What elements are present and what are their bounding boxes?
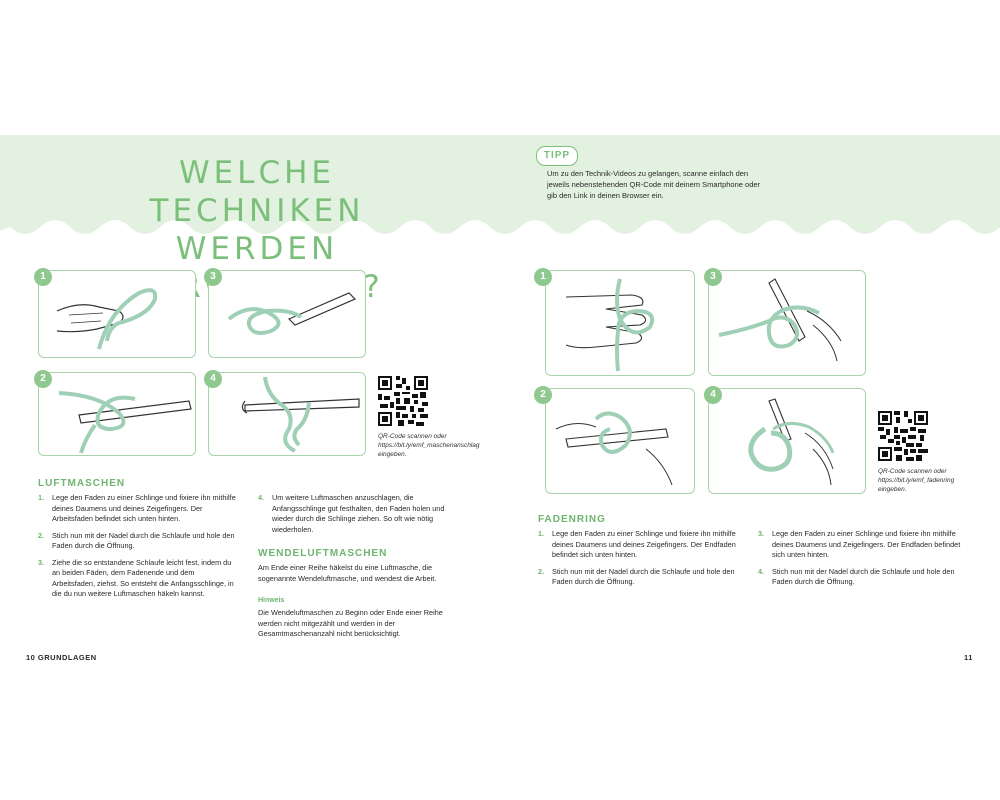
step-number-badge: 1 — [34, 268, 52, 286]
wendeluftmaschen-text: Am Ende einer Reihe häkelst du eine Luft… — [258, 563, 437, 583]
section-title-luftmaschen: LUFTMASCHEN — [38, 478, 126, 489]
qr-code-maschenanschlag[interactable] — [378, 376, 428, 426]
chain-stitch-illustration — [241, 376, 360, 453]
fadenring-step-4-illustration — [708, 388, 866, 494]
header-band — [0, 135, 1000, 234]
step-number: 1. — [538, 529, 545, 538]
hint-label: Hinweis — [258, 597, 285, 604]
qr-caption-line: eingeben. — [878, 486, 907, 493]
tipp-badge: TIPP — [536, 146, 578, 166]
page-footer-left: 10 GRUNDLAGEN — [26, 653, 97, 662]
luftmaschen-steps-col1: 1. Lege den Faden zu einer Schlinge und f… — [38, 493, 238, 606]
list-item: 1. Lege den Faden zu einer Schlinge und f… — [538, 529, 743, 561]
hook-through-loop-illustration — [58, 391, 192, 454]
luftmaschen-step-3-illustration — [208, 270, 366, 358]
step-text: Lege den Faden zu einer Schlinge und fix… — [552, 529, 736, 559]
section-title-wendeluftmaschen: WENDELUFTMASCHEN — [258, 548, 388, 559]
qr-caption-line: QR-Code scannen oder — [378, 433, 447, 440]
hook-loop-illustration — [227, 292, 357, 335]
list-item: 2. Stich nun mit der Nadel durch die Schl… — [538, 567, 743, 588]
hint-text: Die Wendeluftmaschen zu Beginn oder Ende… — [258, 608, 443, 638]
step-text: Ziehe die so entstandene Schlaufe leicht… — [52, 557, 234, 599]
list-item: 4. Um weitere Luftmaschen anzuschlagen, d… — [258, 493, 463, 535]
section-title-fadenring: FADENRING — [538, 514, 606, 525]
luftmaschen-step-2-illustration — [38, 372, 196, 456]
tipp-text: Um zu den Technik-Videos zu gelangen, sc… — [547, 169, 761, 200]
step-text: Lege den Faden zu einer Schlinge und fix… — [52, 493, 236, 523]
list-item: 1. Lege den Faden zu einer Schlinge und f… — [38, 493, 238, 525]
step-number: 4. — [258, 493, 265, 502]
list-item: 2. Stich nun mit der Nadel durch die Schl… — [38, 531, 238, 552]
hand-ring-illustration — [565, 278, 655, 372]
qr-caption-line: QR-Code scannen oder — [878, 468, 947, 475]
qr-caption-line: eingeben. — [378, 451, 407, 458]
step-number-badge: 4 — [204, 370, 222, 388]
hand-loop-illustration — [56, 288, 158, 350]
step-number-badge: 4 — [704, 386, 722, 404]
step-text: Stich nun mit der Nadel durch die Schlau… — [772, 566, 955, 587]
step-number: 3. — [38, 557, 45, 567]
step-number-badge: 1 — [534, 268, 552, 286]
fadenring-step-3-illustration — [708, 270, 866, 376]
step-text: Stich nun mit der Nadel durch die Schlau… — [52, 530, 235, 551]
qr-code-fadenring[interactable] — [878, 411, 928, 461]
step-text: Um weitere Luftmaschen anzuschlagen, die… — [272, 493, 445, 534]
ring-draw-through-illustration — [555, 411, 673, 486]
luftmaschen-step-1-illustration — [38, 270, 196, 358]
step-number-badge: 3 — [704, 268, 722, 286]
list-item: 3. Lege den Faden zu einer Schlinge und f… — [758, 529, 963, 561]
qr-caption-right: QR-Code scannen oder https://bit.ly/emf_… — [878, 467, 988, 494]
step-number: 3. — [758, 529, 765, 538]
step-number-badge: 3 — [204, 268, 222, 286]
step-text: Lege den Faden zu einer Schlinge und fix… — [772, 529, 961, 559]
luftmaschen-step-4-illustration — [208, 372, 366, 456]
page-footer-right: 11 — [964, 653, 973, 662]
qr-link[interactable]: https://bit.ly/emf_fadenring — [878, 477, 955, 484]
fadenring-step-2-illustration — [545, 388, 695, 494]
step-number-badge: 2 — [534, 386, 552, 404]
step-number-badge: 2 — [34, 370, 52, 388]
step-number: 2. — [38, 530, 45, 540]
step-text: Stich nun mit der Nadel durch die Schlau… — [552, 566, 735, 587]
qr-caption-left: QR-Code scannen oder https://bit.ly/emf_… — [378, 432, 488, 459]
ring-stitches-illustration — [748, 398, 835, 486]
title-line-1: WELCHE TECHNIKEN — [149, 154, 365, 229]
ring-hook-illustration — [718, 278, 842, 362]
qr-link[interactable]: https://bit.ly/emf_maschenanschlag — [378, 442, 480, 449]
list-item: 4. Stich nun mit der Nadel durch die Schl… — [758, 567, 963, 588]
list-item: 3. Ziehe die so entstandene Schlaufe leic… — [38, 558, 238, 600]
step-number: 2. — [538, 566, 545, 576]
fadenring-steps-col1: 1. Lege den Faden zu einer Schlinge und f… — [538, 529, 743, 594]
step-number: 1. — [38, 493, 45, 502]
fadenring-steps-col2: 3. Lege den Faden zu einer Schlinge und f… — [758, 529, 963, 594]
luftmaschen-steps-col2: 4. Um weitere Luftmaschen anzuschlagen, d… — [258, 493, 463, 541]
step-number: 4. — [758, 566, 765, 576]
fadenring-step-1-illustration — [545, 270, 695, 376]
